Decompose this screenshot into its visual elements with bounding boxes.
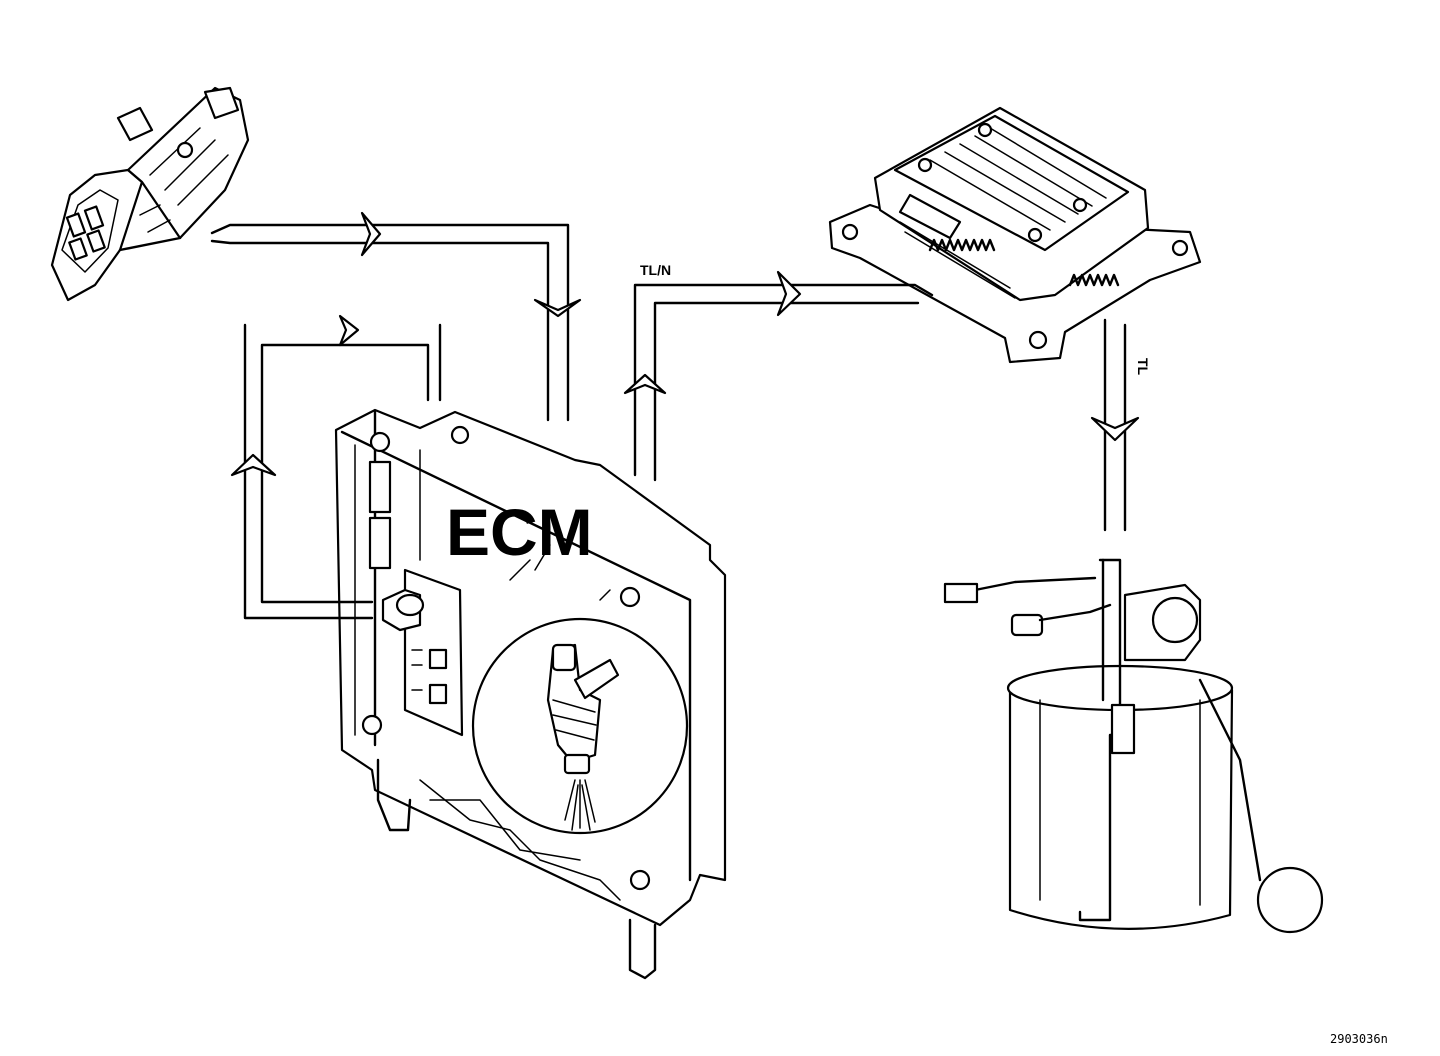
wire-ecm-loop xyxy=(243,323,442,620)
control-unit-icon xyxy=(828,106,1202,364)
figure-code: 2903036n xyxy=(1330,1032,1388,1046)
arrow-head-right-2 xyxy=(776,270,802,317)
ecm-label: ECM xyxy=(446,495,593,569)
arrow-head-right-3 xyxy=(338,314,360,347)
sensor-icon xyxy=(50,86,250,302)
wire-sensor-ecm xyxy=(210,223,570,422)
arrow-head-up-1 xyxy=(623,373,667,395)
signal-label-right: TL xyxy=(1135,358,1151,376)
wire-ecm-control xyxy=(633,283,934,482)
arrow-head-up-2 xyxy=(230,453,277,477)
arrow-head-down-1 xyxy=(533,298,582,318)
arrow-head-down-2 xyxy=(1090,416,1140,442)
injector-icon xyxy=(471,617,689,835)
arrow-head-right-1 xyxy=(360,211,382,257)
signal-label-top: TL/N xyxy=(640,262,671,278)
fuel-pump-icon xyxy=(943,558,1324,934)
signal-arrows: TL/N TL xyxy=(210,211,1151,620)
